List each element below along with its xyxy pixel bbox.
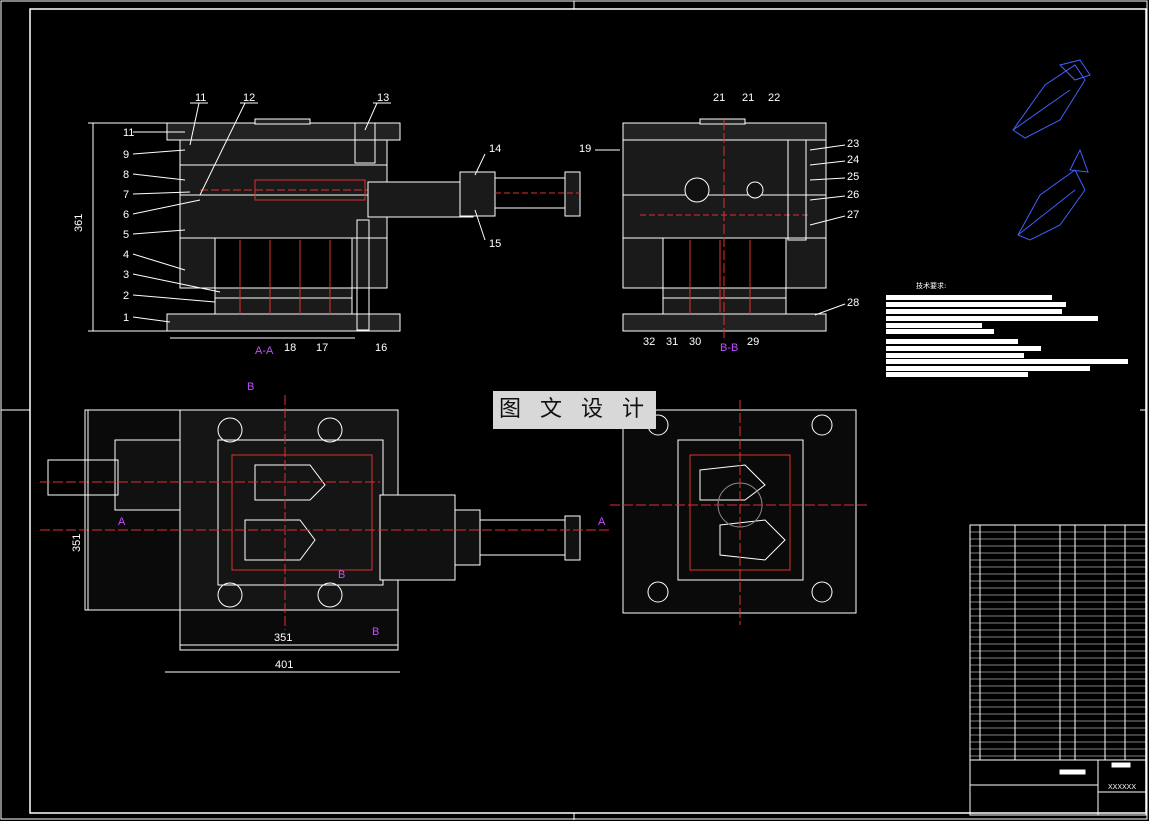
callout-26: 26 (847, 189, 859, 201)
callout-21a: 21 (713, 92, 725, 104)
callout-29: 29 (747, 336, 759, 348)
callout-4: 4 (123, 249, 129, 261)
callout-2: 2 (123, 290, 129, 302)
bill-of-materials-table (969, 524, 1147, 816)
callout-19: 19 (579, 143, 591, 155)
callout-top-11: 11 (195, 92, 206, 104)
callouts-right: 21 21 22 19 23 24 25 26 27 28 29 30 31 3… (579, 92, 859, 348)
plan-view-left (40, 395, 610, 673)
callouts-top: 11 12 13 14 15 16 17 18 (189, 92, 501, 354)
callout-8: 8 (123, 169, 129, 181)
technical-requirements (886, 295, 1128, 377)
callout-28: 28 (847, 297, 859, 309)
callout-17: 17 (316, 342, 328, 354)
marker-b-bottom: B (372, 626, 379, 638)
marker-a-left: A (118, 516, 126, 528)
dimension-bottom-inner: 351 (274, 632, 292, 644)
section-label-bb: B-B (720, 342, 738, 354)
callout-30: 30 (689, 336, 701, 348)
dimension-height: 361 (73, 214, 85, 232)
callout-21b: 21 (742, 92, 754, 104)
part-isometric-views (1012, 59, 1091, 241)
marker-b-mid: B (338, 569, 345, 581)
callouts-left: 11 9 8 7 6 5 4 3 2 1 (123, 127, 221, 324)
callout-18: 18 (284, 342, 296, 354)
callout-31: 31 (666, 336, 678, 348)
callout-9: 9 (123, 149, 129, 161)
callout-6: 6 (123, 209, 129, 221)
title-block-code: XXXXXX (1108, 784, 1136, 791)
callout-27: 27 (847, 209, 859, 221)
callout-14: 14 (489, 143, 501, 155)
callout-16: 16 (375, 342, 387, 354)
callout-22: 22 (768, 92, 780, 104)
section-label-aa: A-A (255, 345, 274, 357)
callout-11: 11 (123, 127, 134, 139)
section-a-a-view (88, 118, 581, 339)
callout-23: 23 (847, 138, 859, 150)
callout-1: 1 (123, 312, 129, 324)
callout-top-12: 12 (243, 92, 255, 104)
marker-b-top: B (247, 381, 254, 393)
callout-top-13: 13 (377, 92, 389, 104)
drawing-border (29, 8, 1147, 814)
callout-3: 3 (123, 269, 129, 281)
plan-view-right (610, 400, 870, 625)
view-markers: B B A A B (118, 381, 606, 638)
marker-a-right: A (598, 516, 606, 528)
callout-15: 15 (489, 238, 501, 250)
section-b-b-view (622, 118, 827, 340)
callout-25: 25 (847, 171, 859, 183)
watermark-banner: 图 文 设 计 (493, 391, 656, 429)
dimension-side: 351 (71, 534, 83, 552)
callout-32: 32 (643, 336, 655, 348)
callout-24: 24 (847, 154, 859, 166)
callout-7: 7 (123, 189, 129, 201)
dimension-bottom-outer: 401 (275, 659, 293, 671)
callout-5: 5 (123, 229, 129, 241)
technical-requirements-title: 技术要求: (916, 282, 947, 290)
